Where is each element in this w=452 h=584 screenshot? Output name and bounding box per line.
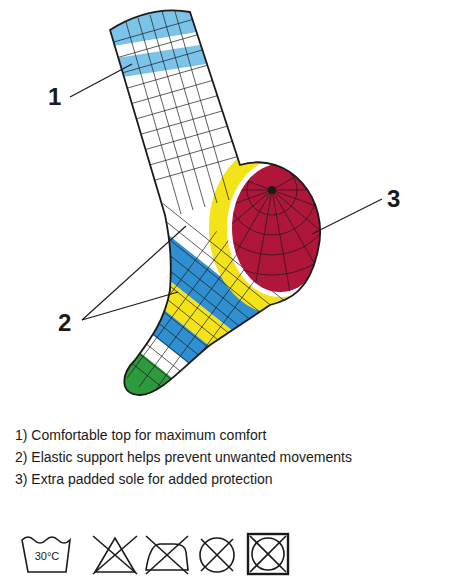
grid-line — [272, 190, 385, 231]
dry-clean-symbol — [200, 538, 234, 572]
leader-line — [82, 292, 178, 320]
grid-line — [127, 241, 228, 378]
callout-number: 2 — [58, 310, 71, 336]
iron-symbol — [146, 544, 188, 570]
cross-line — [201, 539, 233, 571]
care-symbols — [22, 534, 288, 574]
caption-line: 3) Extra padded sole for added protectio… — [15, 472, 273, 487]
cross-line — [250, 536, 286, 572]
cross-line — [146, 536, 188, 574]
grid-line — [152, 190, 272, 191]
grid-line — [212, 190, 272, 294]
heel-center — [268, 186, 276, 194]
heel — [152, 105, 392, 320]
grid-line — [139, 250, 240, 387]
caption-line: 2) Elastic support helps prevent unwante… — [15, 450, 352, 465]
heel-grid — [152, 105, 392, 308]
cross-line — [93, 536, 137, 574]
callout-number: 1 — [48, 84, 61, 110]
cross-line — [93, 536, 137, 574]
leader-line — [312, 199, 382, 234]
grid-line — [116, 231, 217, 368]
leg-grid — [77, 8, 271, 214]
wash-temperature: 30°C — [22, 550, 72, 562]
grid-line — [272, 130, 376, 190]
tumble-dry-symbol — [248, 534, 288, 574]
cross-line — [201, 539, 233, 571]
leader-lines — [70, 64, 382, 320]
cross-line — [250, 536, 286, 572]
callout-number: 3 — [387, 186, 400, 212]
grid-line — [272, 190, 364, 267]
grid-line — [162, 11, 217, 203]
grid-line — [162, 269, 263, 406]
cross-line — [146, 536, 188, 574]
leader-line — [82, 226, 186, 320]
grid-line — [227, 145, 317, 235]
grid-line — [159, 149, 272, 190]
caption-line: 1) Comfortable top for maximum comfort — [15, 428, 266, 443]
grid-line — [150, 15, 205, 207]
grid-line — [159, 190, 272, 231]
leader-line — [70, 64, 132, 97]
grid-line — [272, 190, 392, 191]
grid-line — [207, 125, 337, 255]
sock-base — [0, 0, 452, 420]
grid-line — [138, 18, 193, 210]
toe-band — [0, 238, 308, 584]
grid-line — [180, 190, 272, 267]
sock-outline — [110, 10, 320, 395]
grid-line — [187, 105, 357, 275]
foot-band — [44, 156, 381, 429]
grid-line — [126, 22, 181, 214]
